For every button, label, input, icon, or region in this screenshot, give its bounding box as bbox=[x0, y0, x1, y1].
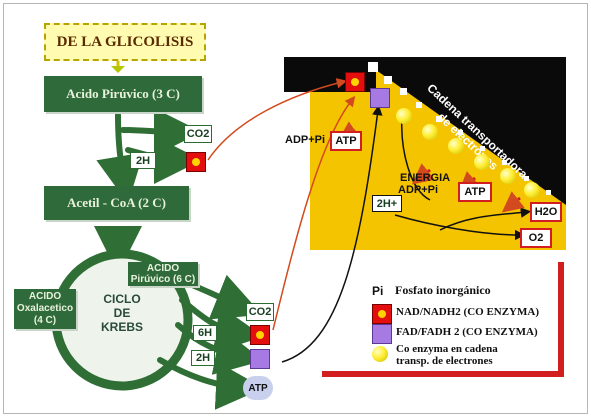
ciclo-line: CICLO bbox=[103, 292, 141, 306]
coenzyme-ball-6 bbox=[524, 182, 540, 198]
legend-nad-icon bbox=[372, 304, 392, 324]
two-h-plus-label: 2H+ bbox=[372, 195, 402, 212]
ciclo-krebs-title: CICLO DE KREBS bbox=[88, 292, 156, 334]
arrow-down-icon bbox=[111, 66, 125, 73]
legend-nad-text: NAD/NADH2 (CO ENZYMA) bbox=[396, 306, 539, 318]
legend-coenzyme-icon bbox=[372, 346, 388, 362]
krebs-line: KREBS bbox=[100, 320, 143, 334]
outer-frame bbox=[3, 3, 588, 414]
krebs-two-h-label: 2H bbox=[191, 350, 215, 366]
legend-fad-text: FAD/FADH 2 (CO ENZYMA) bbox=[396, 326, 538, 338]
legend-coenzyme-line2: transp. de electrones bbox=[396, 355, 493, 367]
legend-fad-icon bbox=[372, 324, 392, 344]
six-h-label: 6H bbox=[193, 325, 217, 341]
chain-nad-icon bbox=[345, 72, 365, 92]
co2-label: CO2 bbox=[184, 125, 212, 143]
krebs-fad-icon bbox=[250, 349, 270, 369]
coenzyme-ball-1 bbox=[396, 108, 412, 124]
atp-box-1: ATP bbox=[330, 131, 362, 151]
krebs-co2-label: CO2 bbox=[246, 303, 274, 321]
legend-frame bbox=[322, 262, 564, 377]
legend-coenzyme-line1: Co enzyma en cadena bbox=[396, 343, 498, 355]
acido-piruvico-box: Acido Pirúvico (3 C) bbox=[44, 76, 202, 112]
krebs-nad-icon bbox=[250, 325, 270, 345]
coenzyme-ball-3 bbox=[448, 138, 464, 154]
nad-icon bbox=[186, 152, 206, 172]
acetil-coa-box: Acetil - CoA (2 C) bbox=[44, 186, 189, 220]
acido-piruvico-6c-label: ACIDO Pirúvico (6 C) bbox=[128, 262, 198, 286]
pi-description: Fosfato inorgánico bbox=[395, 283, 491, 297]
adp-pi-label-2: ADP+Pi bbox=[398, 184, 439, 196]
chain-step-marks bbox=[368, 62, 551, 195]
h2o-box: H2O bbox=[530, 202, 562, 222]
chain-fad-icon bbox=[370, 88, 390, 108]
de-line: DE bbox=[113, 306, 131, 320]
coenzyme-ball-4 bbox=[474, 154, 490, 170]
coenzyme-ball-5 bbox=[500, 168, 516, 184]
krebs-atp-label: ATP bbox=[243, 376, 273, 400]
two-h-label: 2H bbox=[130, 152, 156, 169]
acido-oxalacetico-label: ACIDO Oxalacetico (4 C) bbox=[14, 289, 76, 329]
coenzyme-ball-2 bbox=[422, 124, 438, 140]
adp-pi-label-1: ADP+Pi bbox=[285, 134, 326, 146]
pi-symbol: Pi bbox=[372, 284, 384, 298]
energia-label: ENERGIA bbox=[400, 172, 451, 184]
o2-box: O2 bbox=[520, 228, 552, 248]
glicolisis-box: DE LA GLICOLISIS bbox=[44, 23, 206, 61]
atp-box-2: ATP bbox=[458, 182, 492, 202]
